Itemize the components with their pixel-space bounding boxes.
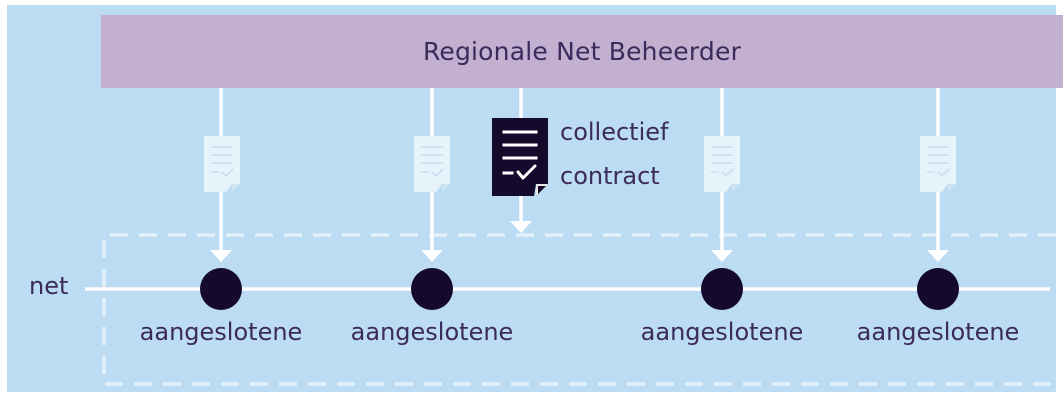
document-icon — [920, 136, 956, 192]
node-label-2: aangeslotene — [350, 318, 514, 346]
operator-bar: Regionale Net Beheerder — [101, 15, 1063, 88]
document-icon — [204, 136, 240, 192]
node-1 — [200, 268, 242, 310]
node-label-1: aangeslotene — [139, 318, 303, 346]
contract-label-line2: contract — [560, 162, 660, 190]
document-icon — [704, 136, 740, 192]
group-boundary — [102, 233, 1056, 386]
checked-document-icon — [492, 118, 548, 196]
node-2 — [411, 268, 453, 310]
node-label-4: aangeslotene — [856, 318, 1020, 346]
operator-title: Regionale Net Beheerder — [422, 37, 742, 66]
node-3 — [701, 268, 743, 310]
node-4 — [917, 268, 959, 310]
node-label-3: aangeslotene — [640, 318, 804, 346]
contract-label-line1: collectief — [560, 118, 669, 146]
net-label: net — [29, 272, 69, 300]
document-icon — [414, 136, 450, 192]
